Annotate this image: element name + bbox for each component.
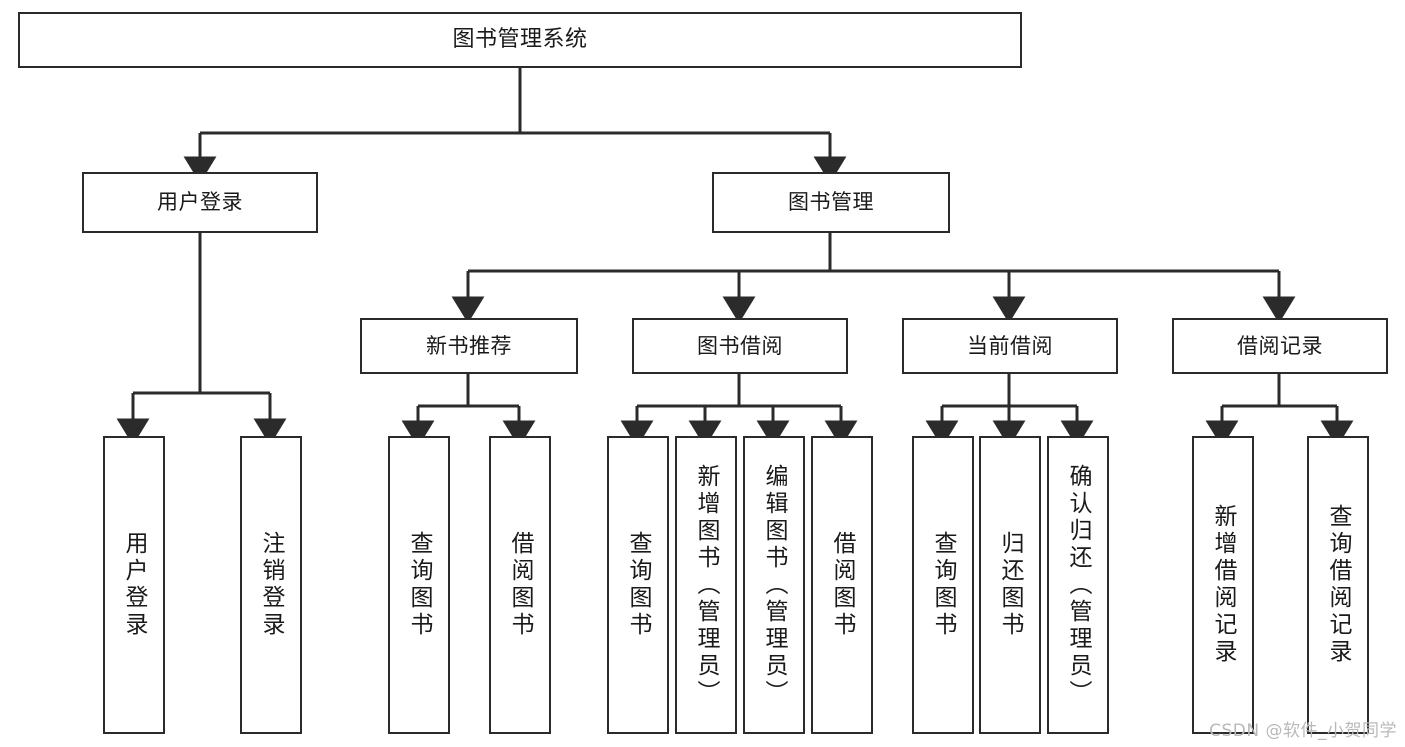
leaf-query-book-new[interactable]: 查询图书 [388,436,450,734]
leaf-label: 借阅图书 [507,531,534,639]
node-root-system[interactable]: 图书管理系统 [18,12,1022,68]
leaf-label: 查询借阅记录 [1325,504,1352,666]
leaf-label: 新增借阅记录 [1210,504,1237,666]
leaf-label: 查询图书 [930,531,957,639]
node-label: 图书管理 [788,190,874,215]
node-user-login[interactable]: 用户登录 [82,172,318,233]
leaf-borrow-book[interactable]: 借阅图书 [811,436,873,734]
node-borrow-record[interactable]: 借阅记录 [1172,318,1388,374]
leaf-label: 查询图书 [625,531,652,639]
node-book-management[interactable]: 图书管理 [712,172,950,233]
leaf-label: 编辑图书（管理员） [761,463,788,707]
leaf-query-book-borrow[interactable]: 查询图书 [607,436,669,734]
node-label: 当前借阅 [967,333,1053,358]
leaf-label: 新增图书（管理员） [693,463,720,707]
leaf-query-borrow-record[interactable]: 查询借阅记录 [1307,436,1369,734]
node-label: 图书借阅 [697,333,783,358]
node-label: 图书管理系统 [452,27,588,53]
leaf-return-book[interactable]: 归还图书 [979,436,1041,734]
leaf-add-borrow-record[interactable]: 新增借阅记录 [1192,436,1254,734]
node-book-borrow[interactable]: 图书借阅 [632,318,848,374]
node-new-book-recommend[interactable]: 新书推荐 [360,318,578,374]
node-label: 用户登录 [157,190,243,215]
leaf-label: 确认归还（管理员） [1065,463,1092,707]
leaf-label: 归还图书 [997,531,1024,639]
leaf-logout-login[interactable]: 注销登录 [240,436,302,734]
leaf-label: 用户登录 [121,531,148,639]
leaf-borrow-book-new[interactable]: 借阅图书 [489,436,551,734]
watermark: CSDN @软件_小贺同学 [1209,721,1397,741]
leaf-label: 查询图书 [406,531,433,639]
leaf-user-login[interactable]: 用户登录 [103,436,165,734]
leaf-edit-book-admin[interactable]: 编辑图书（管理员） [743,436,805,734]
node-label: 新书推荐 [426,333,512,358]
leaf-query-book-current[interactable]: 查询图书 [912,436,974,734]
leaf-label: 注销登录 [258,531,285,639]
leaf-add-book-admin[interactable]: 新增图书（管理员） [675,436,737,734]
leaf-confirm-return-admin[interactable]: 确认归还（管理员） [1047,436,1109,734]
leaf-label: 借阅图书 [829,531,856,639]
node-current-borrow[interactable]: 当前借阅 [902,318,1118,374]
node-label: 借阅记录 [1237,333,1323,358]
